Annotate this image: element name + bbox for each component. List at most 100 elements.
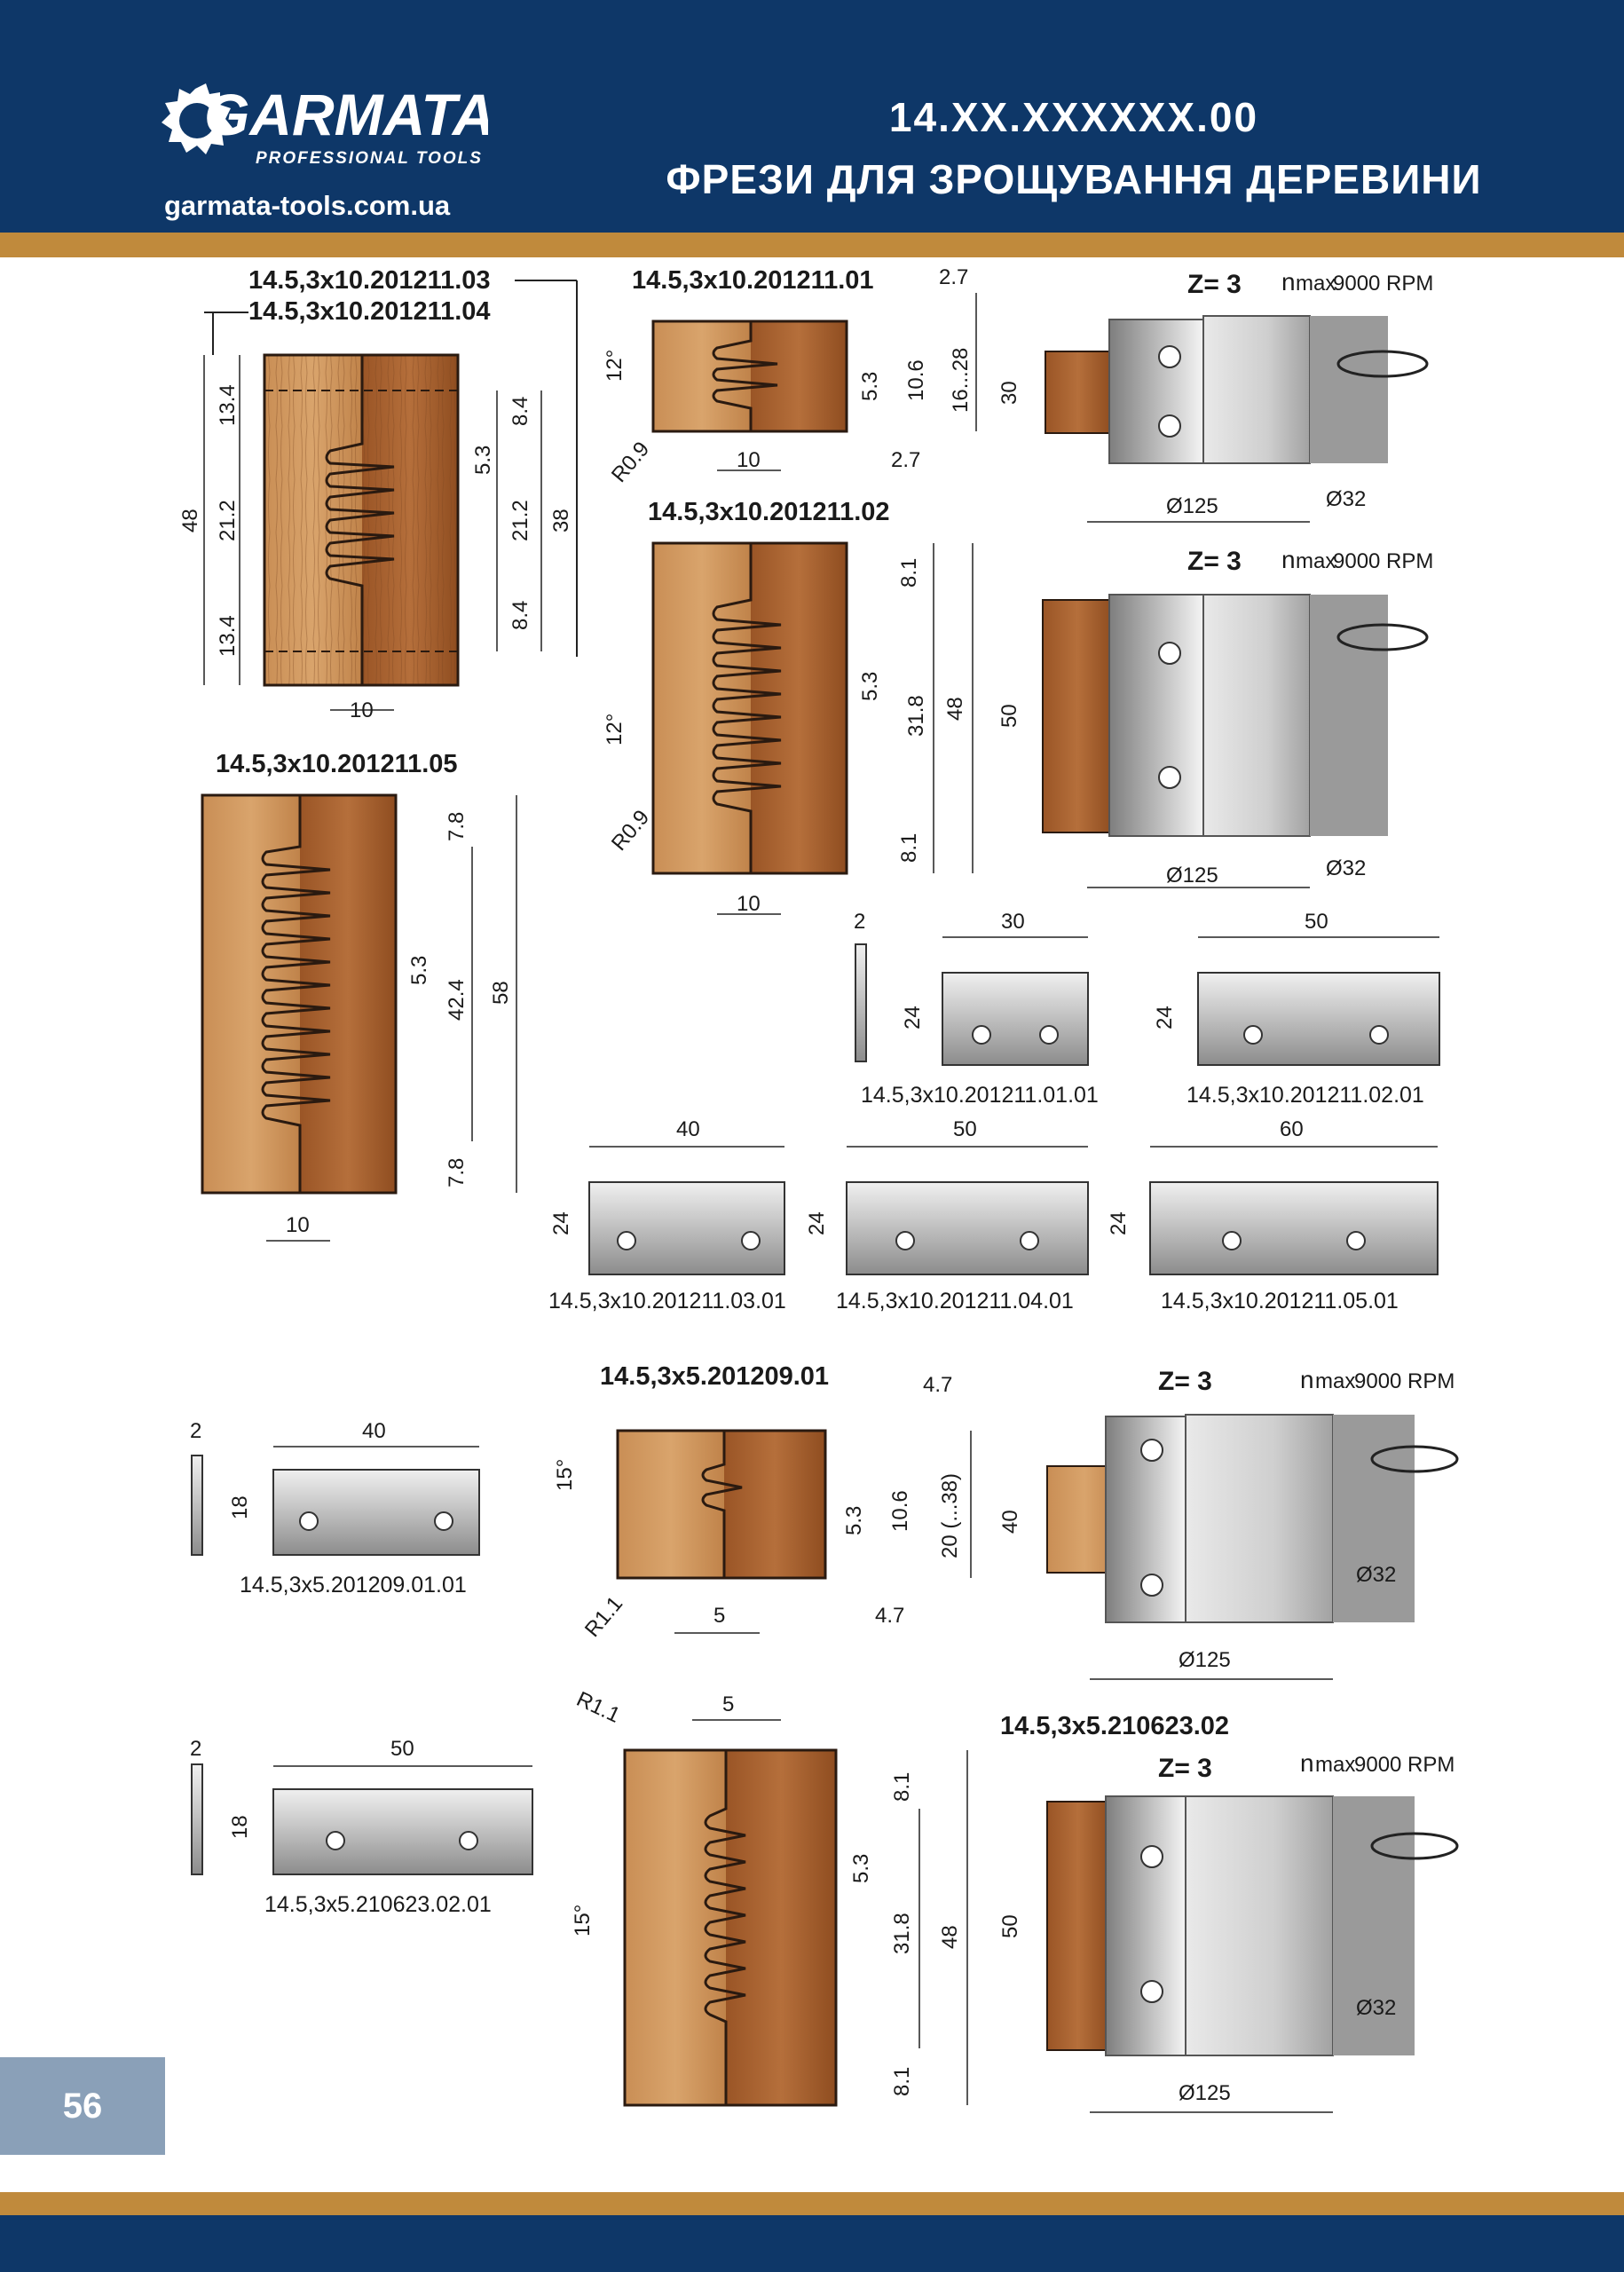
- knife-210623-02-01: 2 50 18 14.5,3x5.210623.02.01: [190, 1737, 533, 1917]
- svg-text:5.3: 5.3: [842, 1506, 866, 1535]
- svg-text:14.5,3x5.210623.02.01: 14.5,3x5.210623.02.01: [264, 1892, 492, 1917]
- svg-text:Ø125: Ø125: [1166, 494, 1218, 518]
- cutter-assembly-2: Z= 3 n max 9000 RPM 50 Ø125 Ø32: [997, 546, 1433, 888]
- svg-text:48: 48: [938, 1925, 962, 1949]
- svg-text:R0.9: R0.9: [607, 806, 654, 856]
- header-stripe: [0, 233, 1624, 257]
- svg-text:8.1: 8.1: [890, 2067, 914, 2096]
- drawing-210623-02: R1.1 5 8.1 5.3 31.8 48 15° 8.1: [571, 1687, 968, 2107]
- svg-text:2.7: 2.7: [939, 265, 968, 289]
- svg-text:18: 18: [228, 1815, 252, 1839]
- svg-text:10: 10: [737, 892, 761, 916]
- svg-text:30: 30: [997, 381, 1021, 405]
- cutter-assembly-1: Z= 3 n max 9000 RPM 30 Ø125 Ø32: [997, 268, 1433, 523]
- svg-text:20 (...38): 20 (...38): [938, 1473, 962, 1558]
- svg-text:14.5,3x5.201209.01: 14.5,3x5.201209.01: [600, 1362, 829, 1391]
- svg-text:24: 24: [901, 1006, 925, 1030]
- svg-text:n: n: [1300, 1749, 1314, 1777]
- svg-text:n: n: [1300, 1366, 1314, 1393]
- svg-text:Z= 3: Z= 3: [1158, 1754, 1212, 1783]
- svg-text:2: 2: [854, 910, 865, 934]
- svg-text:14.5,3x10.201211.02: 14.5,3x10.201211.02: [648, 498, 890, 526]
- svg-text:4.7: 4.7: [875, 1604, 904, 1628]
- knife-201211-01-01: 2 30 24 14.5,3x10.201211.01.01: [854, 910, 1099, 1108]
- svg-text:48: 48: [178, 509, 202, 532]
- svg-text:10.6: 10.6: [888, 1490, 912, 1532]
- drawing-201211-03-04: 14.5,3x10.201211.03 14.5,3x10.201211.04 …: [178, 266, 578, 722]
- svg-text:12°: 12°: [603, 350, 627, 382]
- svg-text:21.2: 21.2: [508, 500, 532, 541]
- svg-text:24: 24: [1107, 1211, 1131, 1235]
- svg-text:2: 2: [190, 1419, 201, 1443]
- header-bar: [0, 0, 1624, 233]
- svg-text:14.5,3x10.201211.05: 14.5,3x10.201211.05: [216, 750, 458, 778]
- svg-text:Ø32: Ø32: [1356, 1563, 1396, 1587]
- svg-text:n: n: [1281, 268, 1296, 296]
- drawing-201211-01: 14.5,3x10.201211.01 2.7 12° 5.3 10.6 16.…: [603, 265, 977, 487]
- svg-text:40: 40: [998, 1510, 1022, 1534]
- svg-text:50: 50: [390, 1737, 414, 1761]
- svg-text:4.7: 4.7: [923, 1373, 952, 1397]
- svg-text:R1.1: R1.1: [572, 1687, 623, 1728]
- svg-text:13.4: 13.4: [216, 615, 240, 657]
- svg-text:5: 5: [722, 1692, 734, 1716]
- svg-text:8.4: 8.4: [508, 397, 532, 426]
- svg-text:5.3: 5.3: [858, 372, 882, 401]
- svg-text:Z= 3: Z= 3: [1158, 1367, 1212, 1396]
- site-url[interactable]: garmata-tools.com.ua: [164, 190, 451, 221]
- svg-text:max: max: [1315, 1369, 1355, 1393]
- drawing-201209-01: 14.5,3x5.201209.01 4.7 15° 5.3 10.6 20 (…: [553, 1362, 972, 1642]
- svg-text:12°: 12°: [603, 714, 627, 746]
- svg-text:60: 60: [1280, 1117, 1304, 1141]
- svg-text:31.8: 31.8: [904, 695, 928, 737]
- svg-text:n: n: [1281, 546, 1296, 573]
- svg-text:24: 24: [1153, 1006, 1177, 1030]
- svg-text:15°: 15°: [571, 1905, 595, 1937]
- svg-text:PROFESSIONAL TOOLS: PROFESSIONAL TOOLS: [256, 149, 483, 168]
- svg-text:Z= 3: Z= 3: [1187, 547, 1242, 576]
- svg-text:40: 40: [362, 1419, 386, 1443]
- svg-text:5.3: 5.3: [849, 1854, 873, 1883]
- svg-text:50: 50: [998, 1914, 1022, 1938]
- svg-text:Ø32: Ø32: [1326, 487, 1366, 511]
- svg-text:38: 38: [549, 509, 573, 532]
- svg-text:50: 50: [997, 704, 1021, 728]
- svg-text:14.5,3x10.201211.01: 14.5,3x10.201211.01: [632, 266, 874, 295]
- svg-text:16...28: 16...28: [949, 348, 973, 413]
- svg-text:max: max: [1296, 272, 1336, 296]
- svg-text:R1.1: R1.1: [580, 1592, 627, 1642]
- svg-text:14.5,3x10.201211.03: 14.5,3x10.201211.03: [248, 266, 491, 295]
- knife-201211-02-01: 50 24 14.5,3x10.201211.02.01: [1153, 910, 1440, 1108]
- svg-text:7.8: 7.8: [445, 1158, 469, 1187]
- svg-text:14.5,3x5.210623.02: 14.5,3x5.210623.02: [1000, 1712, 1229, 1740]
- svg-text:30: 30: [1001, 910, 1025, 934]
- svg-text:10: 10: [350, 698, 374, 722]
- knife-201211-04-01: 50 24 14.5,3x10.201211.04.01: [805, 1117, 1089, 1314]
- cutter-assembly-3: Z= 3 n max 9000 RPM 40 Ø125 Ø32: [998, 1366, 1459, 1680]
- svg-text:10: 10: [286, 1213, 310, 1237]
- svg-text:5.3: 5.3: [471, 446, 495, 475]
- page-number: 56: [62, 2087, 103, 2126]
- footer-stripe: [0, 2192, 1624, 2215]
- svg-text:9000 RPM: 9000 RPM: [1333, 549, 1433, 573]
- drawing-201211-02: 14.5,3x10.201211.02 8.1 12° 5.3 31.8 48 …: [603, 498, 974, 916]
- svg-text:8.4: 8.4: [508, 601, 532, 630]
- svg-text:21.2: 21.2: [216, 500, 240, 541]
- svg-text:Z= 3: Z= 3: [1187, 270, 1242, 299]
- svg-text:50: 50: [953, 1117, 977, 1141]
- page-number-box: [0, 2057, 165, 2155]
- svg-text:5: 5: [713, 1604, 725, 1628]
- svg-text:42.4: 42.4: [445, 979, 469, 1021]
- knife-201209-01-01: 2 40 18 14.5,3x5.201209.01.01: [190, 1419, 480, 1598]
- svg-text:8.1: 8.1: [890, 1772, 914, 1802]
- svg-text:14.5,3x10.201211.01.01: 14.5,3x10.201211.01.01: [861, 1083, 1099, 1108]
- svg-text:10: 10: [737, 448, 761, 472]
- svg-text:8.1: 8.1: [897, 558, 921, 588]
- svg-text:9000 RPM: 9000 RPM: [1333, 272, 1433, 296]
- svg-text:Ø125: Ø125: [1179, 1648, 1231, 1672]
- svg-text:13.4: 13.4: [216, 384, 240, 426]
- svg-text:14.5,3x10.201211.05.01: 14.5,3x10.201211.05.01: [1161, 1289, 1399, 1314]
- svg-text:14.5,3x10.201211.03.01: 14.5,3x10.201211.03.01: [548, 1289, 786, 1314]
- svg-text:9000 RPM: 9000 RPM: [1354, 1753, 1455, 1777]
